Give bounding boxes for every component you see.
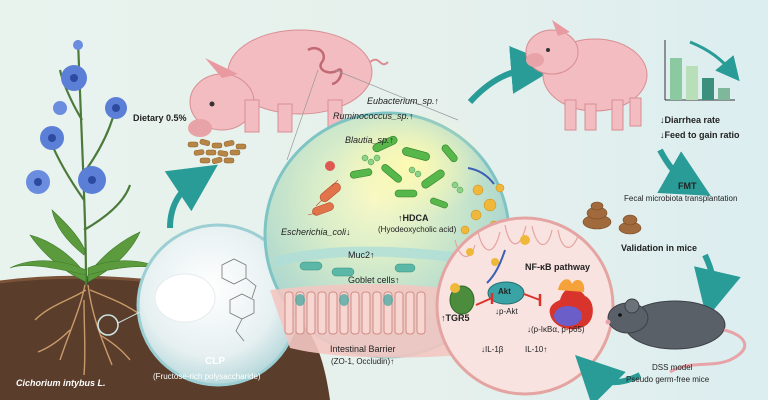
il1b-label: ↓IL-1β bbox=[481, 345, 504, 354]
outcome-feed: ↓Feed to gain ratio bbox=[660, 130, 740, 140]
bacteria-eubacterium: Eubacterium_sp.↑ bbox=[367, 96, 440, 106]
clp-abbr: CLP bbox=[205, 356, 225, 367]
chicory-flowers bbox=[26, 40, 127, 194]
p-akt-label: ↓p-Akt bbox=[495, 307, 518, 316]
bacteria-blautia: Blautia_sp.↑ bbox=[345, 135, 395, 145]
feed-pellets bbox=[187, 138, 247, 164]
feces-icon bbox=[582, 201, 642, 235]
zoom-line-right bbox=[334, 69, 459, 121]
zoom-line-left bbox=[286, 69, 319, 161]
nfkb-label: NF-κB pathway bbox=[525, 262, 591, 272]
fmt-full: Fecal microbiota transplantation bbox=[624, 194, 738, 203]
arrow-back-to-mechanism bbox=[575, 355, 642, 400]
mouse-icon bbox=[605, 298, 747, 374]
bacteria-escherichia: Escherichia_coli↓ bbox=[281, 227, 351, 237]
clp-sphere bbox=[136, 223, 300, 387]
arrow-to-mouse bbox=[693, 253, 741, 319]
clp-full: (Fructose-rich polysaccharide) bbox=[153, 372, 261, 381]
pig-healthy bbox=[525, 20, 648, 131]
goblet-label: Goblet cells↑ bbox=[348, 275, 400, 285]
mouse-germfree: Pseudo germ-free mice bbox=[626, 375, 710, 384]
plant-name: Cichorium intybus L. bbox=[16, 378, 106, 388]
arrow-to-outcome bbox=[467, 45, 559, 105]
bacteria-ruminococcus: Ruminococcus_sp.↑ bbox=[333, 111, 414, 121]
pig-eating bbox=[188, 29, 389, 137]
plant-leaves bbox=[9, 209, 163, 283]
mouse-model: DSS model bbox=[652, 363, 693, 372]
barrier-markers: (ZO-1, Occludin)↑ bbox=[331, 357, 395, 366]
validation-label: Validation in mice bbox=[621, 243, 698, 253]
hdca-full: (Hyodeoxycholic acid) bbox=[378, 225, 457, 234]
arrow-clp-to-diet bbox=[164, 164, 218, 229]
muc2-label: Muc2↑ bbox=[348, 250, 375, 260]
il10-label: IL-10↑ bbox=[525, 345, 548, 354]
zoom-ring bbox=[97, 314, 119, 336]
arrow-to-fmt bbox=[657, 148, 711, 196]
akt-label: Akt bbox=[498, 287, 511, 296]
hdca-abbr: ↑HDCA bbox=[398, 213, 429, 223]
outcome-diarrhea: ↓Diarrhea rate bbox=[660, 115, 721, 125]
zoom-line bbox=[117, 311, 141, 324]
diet-label: Dietary 0.5% bbox=[133, 113, 187, 123]
tgr5-label: ↑TGR5 bbox=[441, 313, 470, 323]
cell-signaling-circle bbox=[435, 216, 615, 396]
fmt-abbr: FMT bbox=[678, 181, 697, 191]
nfkb-markers: ↓(p-IκBα, p-p65) bbox=[527, 325, 585, 334]
decline-bar-chart bbox=[664, 40, 740, 101]
arrow-hdca bbox=[467, 167, 495, 185]
barrier-label: Intestinal Barrier bbox=[330, 344, 396, 354]
